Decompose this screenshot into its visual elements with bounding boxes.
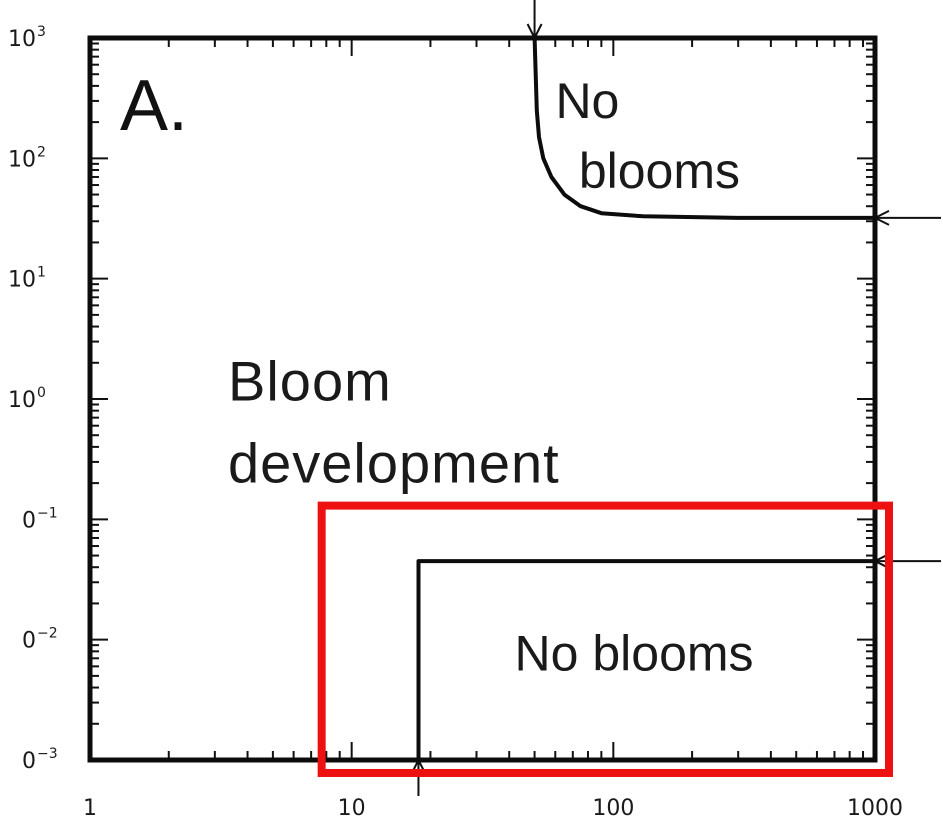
plot-frame [87, 35, 878, 763]
y-tick-label: 10 [8, 388, 36, 413]
x-tick-label: 100 [592, 796, 634, 821]
region-label-line: No [555, 73, 619, 129]
boundary-curve [532, 37, 875, 220]
boundary-curve [416, 559, 875, 760]
y-tick-exponent: −2 [37, 626, 58, 642]
boundary-curves [416, 37, 875, 760]
y-tick-exponent: 2 [37, 144, 46, 160]
y-tick-label: 0 [22, 629, 36, 654]
x-tick-labels: 1 10 100 1000 [83, 796, 903, 821]
boundary-arrow [526, 0, 543, 41]
y-tick-exponent: −3 [37, 746, 58, 762]
y-tick-exponent: −1 [37, 505, 58, 521]
x-tick-label: 10 [338, 796, 366, 821]
region-label-line: Bloom [228, 350, 392, 413]
y-tick-label: 0 [22, 508, 36, 533]
highlight-box [317, 501, 893, 777]
boundary-arrow [410, 757, 427, 796]
region-label-line: development [228, 432, 560, 495]
x-tick-label: 1000 [847, 796, 903, 821]
y-tick-exponent: 0 [37, 385, 46, 401]
region-label-line: blooms [579, 143, 740, 199]
boundary-arrow [872, 209, 941, 226]
y-tick-label: 0 [22, 749, 36, 774]
y-tick-label: 10 [8, 268, 36, 293]
axis-ticks [89, 37, 876, 761]
region-label-line: No blooms [515, 626, 754, 682]
y-tick-exponent: 3 [37, 24, 46, 40]
y-tick-exponent: 1 [37, 265, 46, 281]
x-tick-label: 1 [83, 796, 97, 821]
y-tick-label: 10 [8, 27, 36, 52]
boundary-arrow [872, 553, 941, 569]
panel-label: A. [120, 66, 188, 146]
y-tick-label: 10 [8, 147, 36, 172]
